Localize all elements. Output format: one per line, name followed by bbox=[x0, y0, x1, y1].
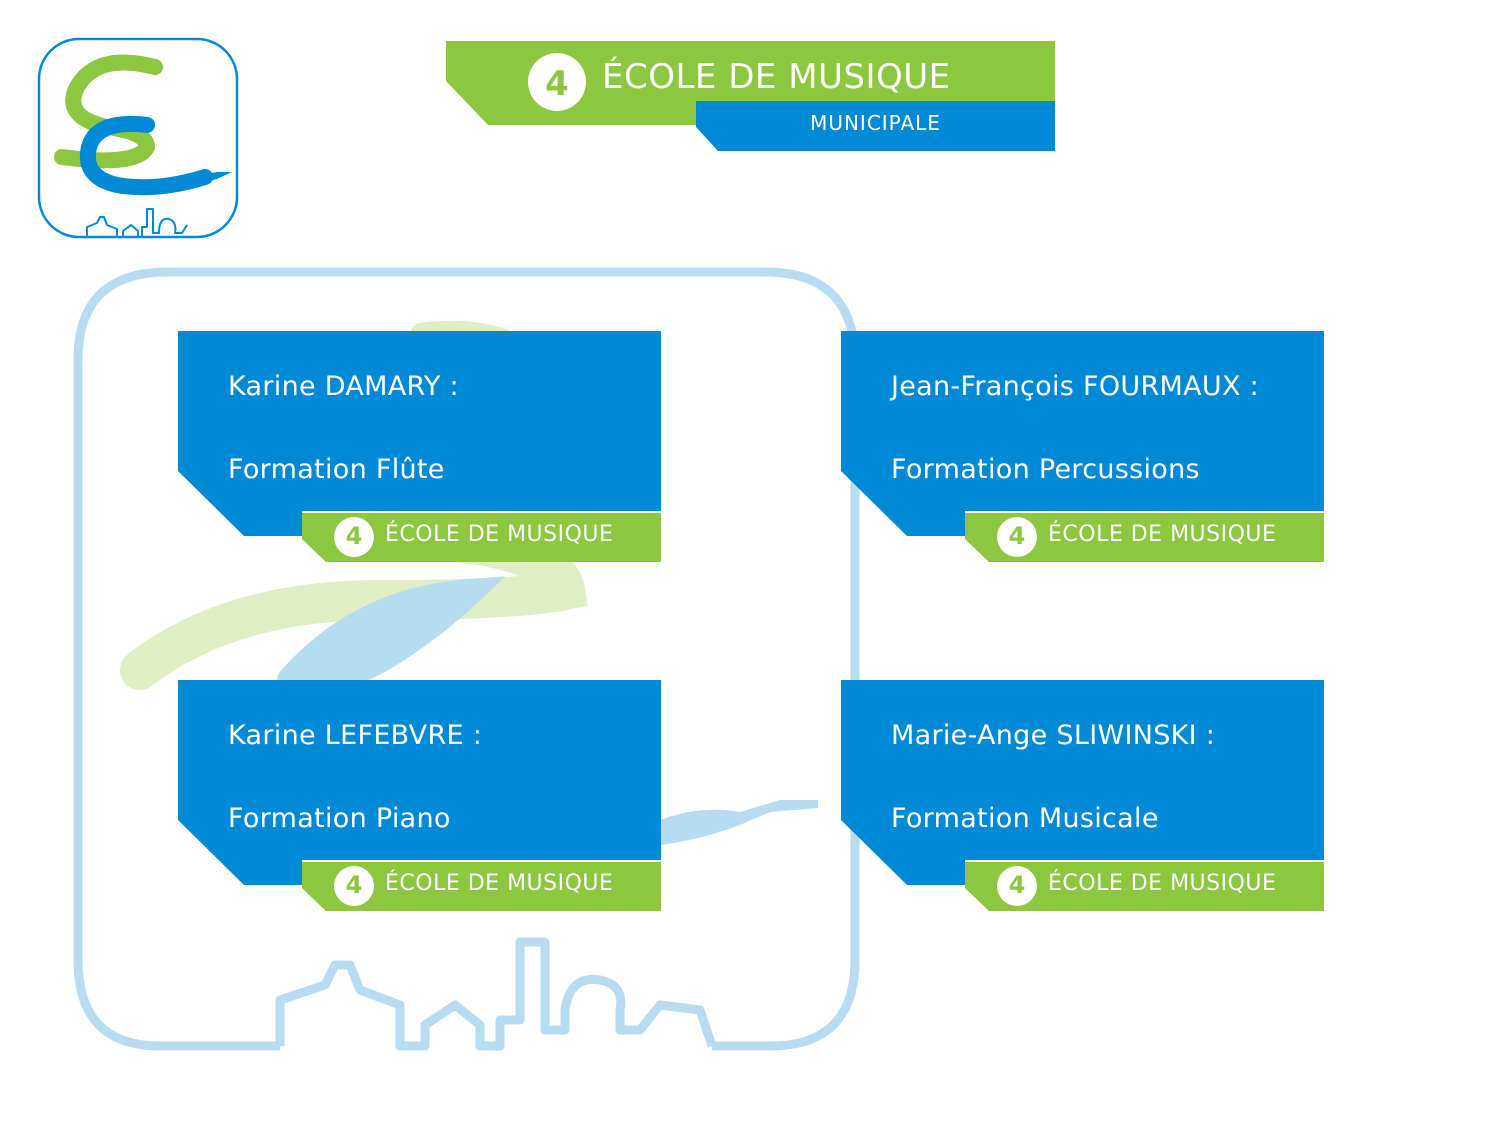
teacher-course: Formation Musicale bbox=[891, 803, 1159, 834]
logo-blue-tail bbox=[187, 172, 232, 185]
school-tag-label: ÉCOLE DE MUSIQUE bbox=[385, 522, 614, 547]
logo-blue-stroke bbox=[79, 116, 213, 196]
watermark-blue-stroke bbox=[277, 576, 506, 703]
teacher-course: Formation Percussions bbox=[891, 454, 1200, 485]
teacher-name: Karine LEFEBVRE : bbox=[228, 720, 483, 751]
school-tag-number: 4 bbox=[1008, 522, 1026, 550]
school-tag: 4 ÉCOLE DE MUSIQUE bbox=[965, 860, 1324, 910]
teacher-course: Formation Flûte bbox=[228, 454, 445, 485]
school-tag: 4 ÉCOLE DE MUSIQUE bbox=[965, 511, 1324, 561]
teacher-name: Jean-François FOURMAUX : bbox=[891, 371, 1260, 402]
watermark-frame bbox=[73, 267, 860, 1051]
teacher-card: Jean-François FOURMAUX : Formation Percu… bbox=[841, 331, 1324, 562]
header-subtitle: MUNICIPALE bbox=[810, 111, 941, 135]
watermark-skyline bbox=[275, 937, 717, 1051]
school-tag-number: 4 bbox=[345, 871, 363, 899]
page-header-banner: 4 ÉCOLE DE MUSIQUE MUNICIPALE bbox=[446, 41, 1055, 151]
school-tag-number: 4 bbox=[1008, 871, 1026, 899]
school-tag-label: ÉCOLE DE MUSIQUE bbox=[385, 871, 614, 896]
school-tag: 4 ÉCOLE DE MUSIQUE bbox=[302, 860, 661, 910]
school-tag-label: ÉCOLE DE MUSIQUE bbox=[1048, 871, 1277, 896]
teacher-course: Formation Piano bbox=[228, 803, 451, 834]
header-badge-circle bbox=[528, 53, 586, 111]
city-logo bbox=[37, 37, 239, 239]
logo-skyline bbox=[86, 208, 188, 237]
teacher-name: Karine DAMARY : bbox=[228, 371, 459, 402]
teacher-card: Karine LEFEBVRE : Formation Piano 4 ÉCOL… bbox=[178, 680, 661, 911]
watermark-blue-tail bbox=[660, 800, 818, 845]
teacher-card: Karine DAMARY : Formation Flûte 4 ÉCOLE … bbox=[178, 331, 661, 562]
school-tag-label: ÉCOLE DE MUSIQUE bbox=[1048, 522, 1277, 547]
teacher-card: Marie-Ange SLIWINSKI : Formation Musical… bbox=[841, 680, 1324, 911]
header-badge-number: 4 bbox=[545, 64, 569, 104]
school-tag: 4 ÉCOLE DE MUSIQUE bbox=[302, 511, 661, 561]
header-title: ÉCOLE DE MUSIQUE bbox=[602, 57, 951, 97]
teacher-name: Marie-Ange SLIWINSKI : bbox=[891, 720, 1216, 751]
header-banner-shape bbox=[446, 41, 1055, 151]
school-tag-number: 4 bbox=[345, 522, 363, 550]
